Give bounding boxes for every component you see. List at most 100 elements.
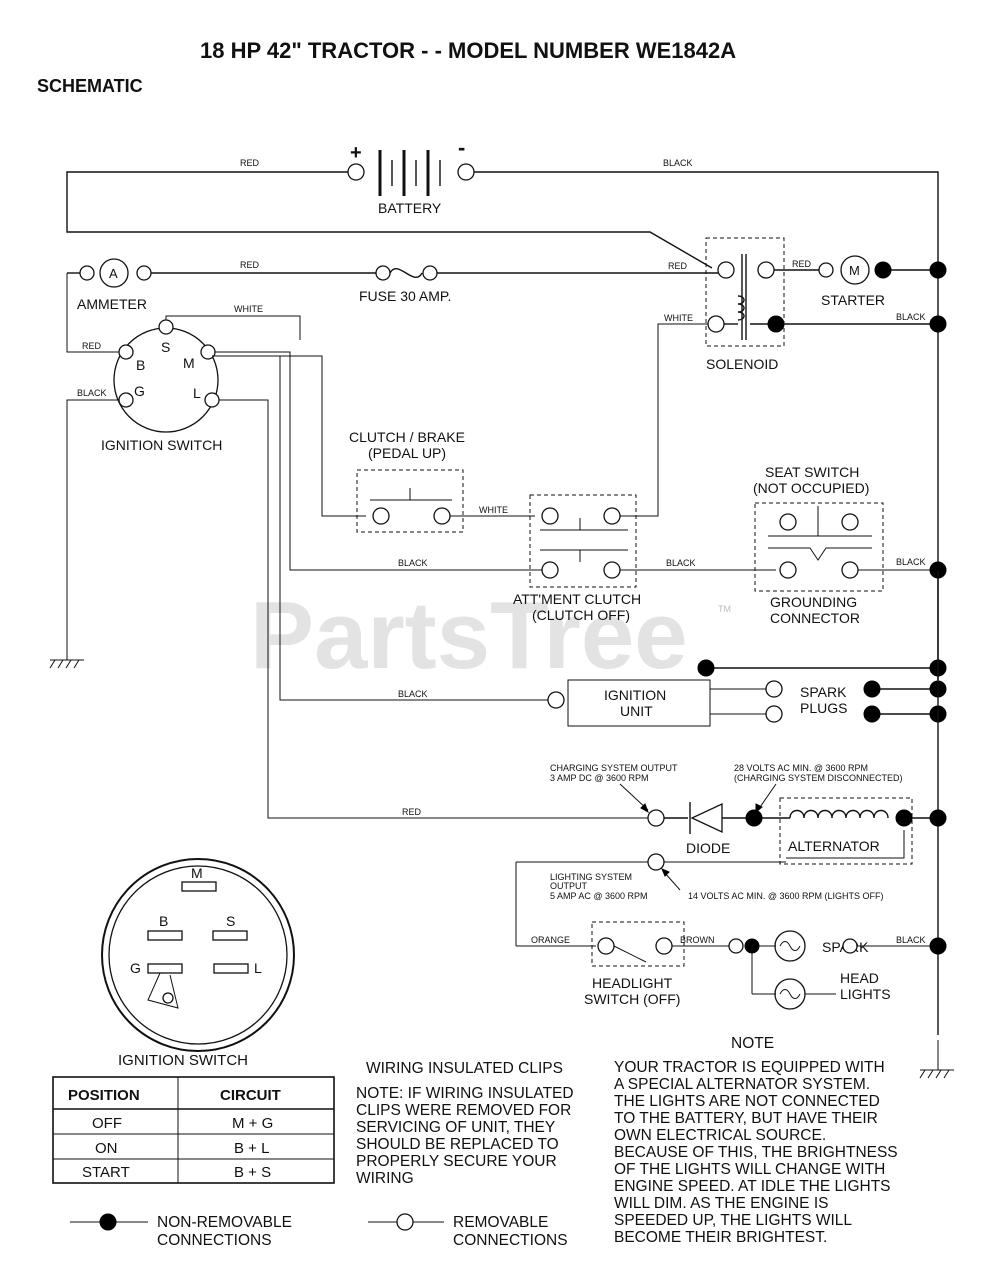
lighting-note-1: LIGHTING SYSTEM (550, 872, 632, 882)
main-note-line: BECOME THEIR BRIGHTEST. (614, 1229, 827, 1246)
face-terminal-s: S (226, 913, 235, 929)
wire-label-red-starter: RED (792, 259, 812, 269)
clutch-brake-label-1: CLUTCH / BRAKE (349, 429, 465, 445)
alternator-system-note: NOTE YOUR TRACTOR IS EQUIPPED WITH A SPE… (614, 1035, 954, 1246)
main-note-line: OWN ELECTRICAL SOURCE. (614, 1127, 826, 1144)
clips-note-line: SHOULD BE REPLACED TO (356, 1136, 559, 1153)
grounding-label-1: GROUNDING (770, 594, 857, 610)
watermark-tm: TM (718, 604, 731, 614)
clutch-brake-switch: CLUTCH / BRAKE (PEDAL UP) WHITE (349, 429, 535, 533)
volts28-note-1: 28 VOLTS AC MIN. @ 3600 RPM (734, 763, 868, 773)
face-terminal-b: B (159, 913, 168, 929)
wire-label-black-solenoid: BLACK (896, 312, 926, 322)
ign-terminal-m: M (183, 355, 195, 371)
spark-plugs-label-2: PLUGS (800, 700, 847, 716)
clips-note-line: NOTE: IF WIRING INSULATED (356, 1085, 574, 1102)
charging-note-1: CHARGING SYSTEM OUTPUT (550, 763, 678, 773)
face-terminal-m: M (191, 865, 203, 881)
clutch-brake-label-2: (PEDAL UP) (368, 445, 446, 461)
wire-label-black-clutch: BLACK (398, 558, 428, 568)
table-header-circuit: CIRCUIT (220, 1087, 281, 1104)
starter-symbol: M (849, 263, 860, 278)
ammeter-icon (99, 258, 129, 288)
headlight-switch-label-1: HEADLIGHT (592, 975, 673, 991)
table-header-position: POSITION (68, 1087, 140, 1104)
spark-plugs-label-1: SPARK (800, 684, 847, 700)
wire-label-black-lights: BLACK (896, 935, 926, 945)
solenoid-label: SOLENOID (706, 356, 778, 372)
ammeter-label: AMMETER (77, 296, 147, 312)
charging-note-2: 3 AMP DC @ 3600 RPM (550, 773, 649, 783)
alternator-coil-icon (789, 809, 889, 819)
legend-removable-1: REMOVABLE (453, 1214, 548, 1231)
removable-connection-icon (396, 1213, 414, 1231)
solenoid-coil-icon (737, 295, 745, 321)
ignition-wiring: WHITE RED BLACK WHITE (49, 273, 708, 819)
table-cell: START (82, 1164, 130, 1181)
ignition-unit-label-2: UNIT (620, 703, 653, 719)
wiring-clips-note: WIRING INSULATED CLIPS NOTE: IF WIRING I… (356, 1060, 574, 1187)
table-cell: M + G (232, 1115, 273, 1132)
main-note-line: BECAUSE OF THIS, THE BRIGHTNESS (614, 1144, 898, 1161)
table-cell: B + L (234, 1140, 269, 1157)
volts28-note-2: (CHARGING SYSTEM DISCONNECTED) (734, 773, 903, 783)
main-note-line: WILL DIM. AS THE ENGINE IS (614, 1195, 828, 1212)
legend-non-removable-1: NON-REMOVABLE (157, 1214, 292, 1231)
ground-symbol-icon (919, 1040, 954, 1079)
main-note-line: YOUR TRACTOR IS EQUIPPED WITH (614, 1059, 885, 1076)
wire-label-black-seat: BLACK (896, 557, 926, 567)
main-note-title: NOTE (731, 1035, 774, 1052)
seat-switch-label-1: SEAT SWITCH (765, 464, 859, 480)
wire-label-black-ign-g: BLACK (77, 388, 107, 398)
battery-circuit: + - BATTERY RED BLACK (66, 135, 939, 680)
ignition-switch: S B M G L IGNITION SWITCH (101, 319, 222, 453)
ign-terminal-s: S (161, 339, 170, 355)
lighting-note-3: 5 AMP AC @ 3600 RPM (550, 891, 648, 901)
clips-note-title: WIRING INSULATED CLIPS (366, 1060, 563, 1077)
legend-removable-2: CONNECTIONS (453, 1232, 568, 1249)
lighting-note-2: OUTPUT (550, 881, 588, 891)
battery-minus-label: - (458, 135, 465, 160)
diode-label: DIODE (686, 840, 730, 856)
switch-face-title: IGNITION SWITCH (118, 1052, 248, 1069)
legend: NON-REMOVABLE CONNECTIONS REMOVABLE CONN… (70, 1213, 568, 1249)
face-terminal-g: G (130, 960, 141, 976)
non-removable-connection-icon (99, 1213, 117, 1231)
seat-switch-label-2: (NOT OCCUPIED) (753, 480, 869, 496)
wire-label-black-ign-unit: BLACK (398, 689, 428, 699)
fuse-icon (389, 268, 423, 278)
ign-terminal-g: G (134, 383, 145, 399)
main-note-line: OF THE LIGHTS WILL CHANGE WITH (614, 1161, 885, 1178)
alternator-label: ALTERNATOR (788, 838, 880, 854)
wire-label-red: RED (240, 158, 260, 168)
starter: M STARTER RED BLACK (774, 255, 947, 333)
fuse-label: FUSE 30 AMP. (359, 288, 451, 304)
table-cell: OFF (92, 1115, 122, 1132)
clips-note-line: SERVICING OF UNIT, THEY (356, 1119, 555, 1136)
wire-label-black-attment: BLACK (666, 558, 696, 568)
ammeter-symbol: A (109, 266, 118, 281)
watermark: PartsTree (250, 582, 688, 689)
wire-label-red-fuse: RED (240, 260, 260, 270)
wire-label-red-charging: RED (402, 807, 422, 817)
page-title: 18 HP 42" TRACTOR - - MODEL NUMBER WE184… (200, 38, 736, 63)
head-lights-label-1: HEAD (840, 970, 879, 986)
wire-label-orange: ORANGE (531, 935, 570, 945)
charging-system: CHARGING SYSTEM OUTPUT 3 AMP DC @ 3600 R… (402, 763, 947, 946)
battery-label: BATTERY (378, 200, 442, 216)
battery-positive-terminal (347, 163, 365, 181)
wire-label-brown: BROWN (680, 935, 715, 945)
wire-label-white-ign: WHITE (234, 304, 263, 314)
solenoid: SOLENOID (705, 237, 785, 372)
headlight-circuit: ORANGE HEADLIGHT SWITCH (OFF) BROWN SPAR… (516, 921, 947, 1010)
attment-clutch-label-2: (CLUTCH OFF) (532, 607, 630, 623)
starter-label: STARTER (821, 292, 885, 308)
ground-symbol-icon (49, 659, 84, 669)
grounding-label-2: CONNECTOR (770, 610, 860, 626)
ign-terminal-b: B (136, 357, 145, 373)
wire-label-white-clutch: WHITE (479, 505, 508, 515)
ignition-unit-label-1: IGNITION (604, 687, 666, 703)
clips-note-line: WIRING (356, 1170, 414, 1187)
headlight-switch-label-2: SWITCH (OFF) (584, 991, 680, 1007)
attment-clutch-label-1: ATT'MENT CLUTCH (513, 591, 641, 607)
